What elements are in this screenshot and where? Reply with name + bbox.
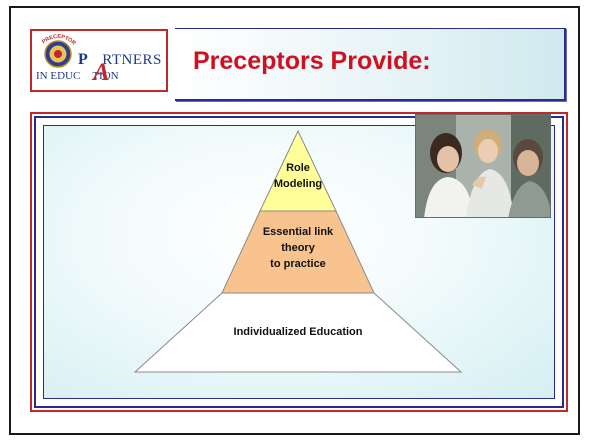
tier-label-essential-link: Essential link theory to practice [238,224,358,272]
logo-emblem-icon [44,40,72,68]
logo-word-rtners: RTNERS [102,52,162,68]
logo-word-tion: TION [92,70,119,82]
people-photo [415,114,551,218]
logo-arc-text: PRECEPTORS [38,33,77,47]
logo-word-in-educ: IN EDUC [36,70,81,82]
tier-label-line: Essential link [262,226,334,238]
tier-label-role-modeling: Role Modeling [258,160,338,192]
logo-big-a: A [93,59,110,86]
tier-label-individualized-education: Individualized Education [198,324,398,340]
logo-wordmark-top: P RTNERS [78,51,162,69]
tier-label-line: to practice [270,258,326,270]
tier-label-line: theory [281,242,315,254]
logo-wordmark-bottom: IN EDUC TION [36,70,119,82]
logo-letter-p: P [78,51,89,68]
slide-title: Preceptors Provide: [193,47,431,75]
tier-label-line: Role [286,162,310,174]
title-bar [175,28,566,101]
tier-label-line: Modeling [273,178,323,190]
people-photo-icon [416,115,550,217]
pyramid-tier-bottom [133,292,463,373]
tier-label-line: Individualized Education [233,326,363,338]
